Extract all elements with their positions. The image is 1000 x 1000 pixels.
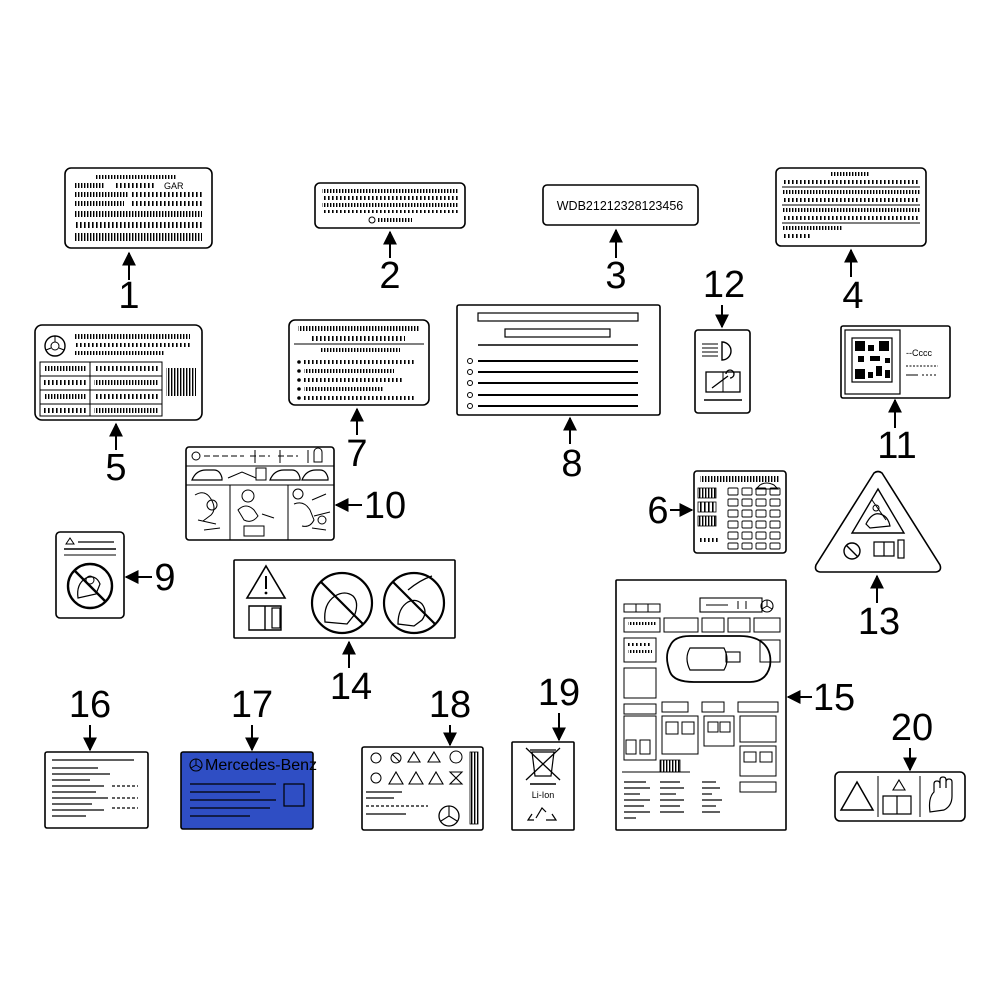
label-17[interactable]: Mercedes-Benz <box>180 751 317 830</box>
car-icon-1 <box>191 469 223 481</box>
label-3-vin[interactable]: WDB21212328123456 <box>542 184 699 226</box>
callout-6: 6 <box>647 490 668 532</box>
callout-14: 14 <box>330 666 372 708</box>
label-18[interactable] <box>361 746 484 831</box>
hand-icon <box>928 776 953 813</box>
label-4[interactable] <box>775 167 927 247</box>
label-16[interactable] <box>44 751 149 829</box>
brand-text: Mercedes-Benz <box>205 757 317 774</box>
label-2[interactable] <box>314 182 466 229</box>
label-14[interactable] <box>233 559 456 639</box>
label-11[interactable]: --Cccc <box>840 325 951 399</box>
warning-triangle-icon <box>245 564 287 599</box>
seat-icon-2 <box>237 505 259 522</box>
seat-icon-3 <box>293 502 315 527</box>
warning-triangle-icon <box>839 780 875 811</box>
callout-4: 4 <box>842 275 863 317</box>
label-7[interactable] <box>288 319 430 406</box>
callout-17: 17 <box>231 684 273 726</box>
callout-8: 8 <box>561 443 582 485</box>
no-child-seat-icon <box>66 562 114 610</box>
no-child-seat-icon-1 <box>310 571 374 635</box>
callout-19: 19 <box>538 672 580 714</box>
label-19[interactable]: Li-Ion <box>511 741 575 831</box>
car-topview-icon <box>666 635 772 683</box>
info-icon <box>271 607 281 629</box>
label-8[interactable] <box>456 304 661 416</box>
callout-18: 18 <box>429 684 471 726</box>
vin-text: WDB21212328123456 <box>557 199 684 213</box>
headlight-icon <box>721 341 732 361</box>
label-5[interactable] <box>34 324 203 421</box>
car-icon-2 <box>269 469 301 481</box>
callout-9: 9 <box>154 557 175 599</box>
callout-12: 12 <box>703 264 745 306</box>
label-9[interactable] <box>55 531 125 619</box>
prohibited-icon <box>843 542 861 560</box>
label-15[interactable] <box>615 579 787 831</box>
manual-book-icon <box>248 605 282 631</box>
callout-16: 16 <box>69 684 111 726</box>
callout-15: 15 <box>813 677 855 719</box>
label-6[interactable] <box>693 470 787 554</box>
crossed-bin-icon <box>531 751 555 777</box>
qr-code-icon <box>851 337 893 383</box>
callout-2: 2 <box>379 255 400 297</box>
label-20[interactable] <box>834 771 966 822</box>
callout-20: 20 <box>891 707 933 749</box>
no-child-seat-icon-2 <box>382 571 446 635</box>
callout-10: 10 <box>364 485 406 527</box>
callout-11: 11 <box>877 425 916 467</box>
label-12[interactable] <box>694 329 751 414</box>
warning-triangle-icon <box>850 487 906 534</box>
label-1[interactable]: GAR <box>64 167 213 249</box>
callout-1: 1 <box>118 275 139 317</box>
recycle-icon <box>526 807 558 821</box>
callout-5: 5 <box>105 447 126 489</box>
callout-7: 7 <box>346 433 367 475</box>
seat-icon-1 <box>194 492 215 522</box>
label-1-code: GAR <box>164 181 184 191</box>
callout-13: 13 <box>858 601 900 643</box>
manual-book-icon <box>882 795 912 815</box>
info-icon <box>897 539 905 559</box>
label-10[interactable] <box>185 446 335 541</box>
callout-3: 3 <box>605 255 626 297</box>
manual-book-icon <box>873 541 895 557</box>
label-11-text: --Cccc <box>906 348 932 358</box>
battery-text: Li-Ion <box>532 790 555 800</box>
label-13[interactable] <box>814 470 942 573</box>
